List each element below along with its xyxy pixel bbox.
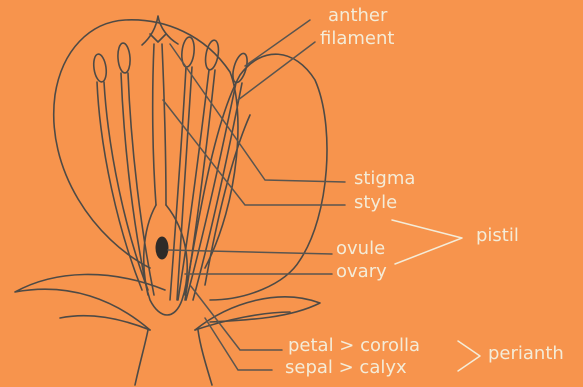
stalk-right: [198, 330, 212, 385]
anther-2: [117, 43, 131, 74]
filament-leader: [238, 42, 315, 100]
pistil-bracket: [392, 220, 462, 264]
anther-label: anther: [328, 7, 387, 25]
pistil-label: pistil: [476, 227, 519, 245]
perianth-bracket: [458, 341, 480, 371]
anther-1: [92, 53, 108, 82]
ovule-label: ovule: [336, 240, 385, 258]
leader-lines: [163, 20, 345, 370]
stigma-leader: [170, 44, 345, 182]
style-label: style: [354, 194, 397, 212]
style-leader: [163, 100, 345, 205]
filament-label: filament: [320, 30, 394, 48]
inner-petal-line: [205, 115, 250, 285]
sepal-leader: [205, 318, 272, 370]
perianth-label: perianth: [488, 345, 564, 363]
right-sepal-inner: [195, 312, 290, 330]
petal-corolla-label: petal > corolla: [288, 337, 420, 355]
stigma-label: stigma: [354, 170, 415, 188]
left-sepal: [15, 274, 165, 330]
filament-3: [170, 67, 192, 300]
stalk: [135, 330, 212, 385]
style-shape: [153, 44, 166, 205]
ovary-shape: [144, 205, 187, 315]
anther-5: [230, 52, 250, 84]
ovule-shape: [156, 237, 168, 259]
anther-leader: [245, 20, 310, 66]
anther-4: [203, 39, 220, 71]
stalk-left: [135, 330, 148, 385]
sepal-calyx-label: sepal > calyx: [285, 359, 407, 377]
left-sepal-inner: [60, 316, 150, 330]
stamens: [92, 36, 250, 300]
ovary-label: ovary: [336, 263, 387, 281]
petals: [54, 20, 327, 300]
